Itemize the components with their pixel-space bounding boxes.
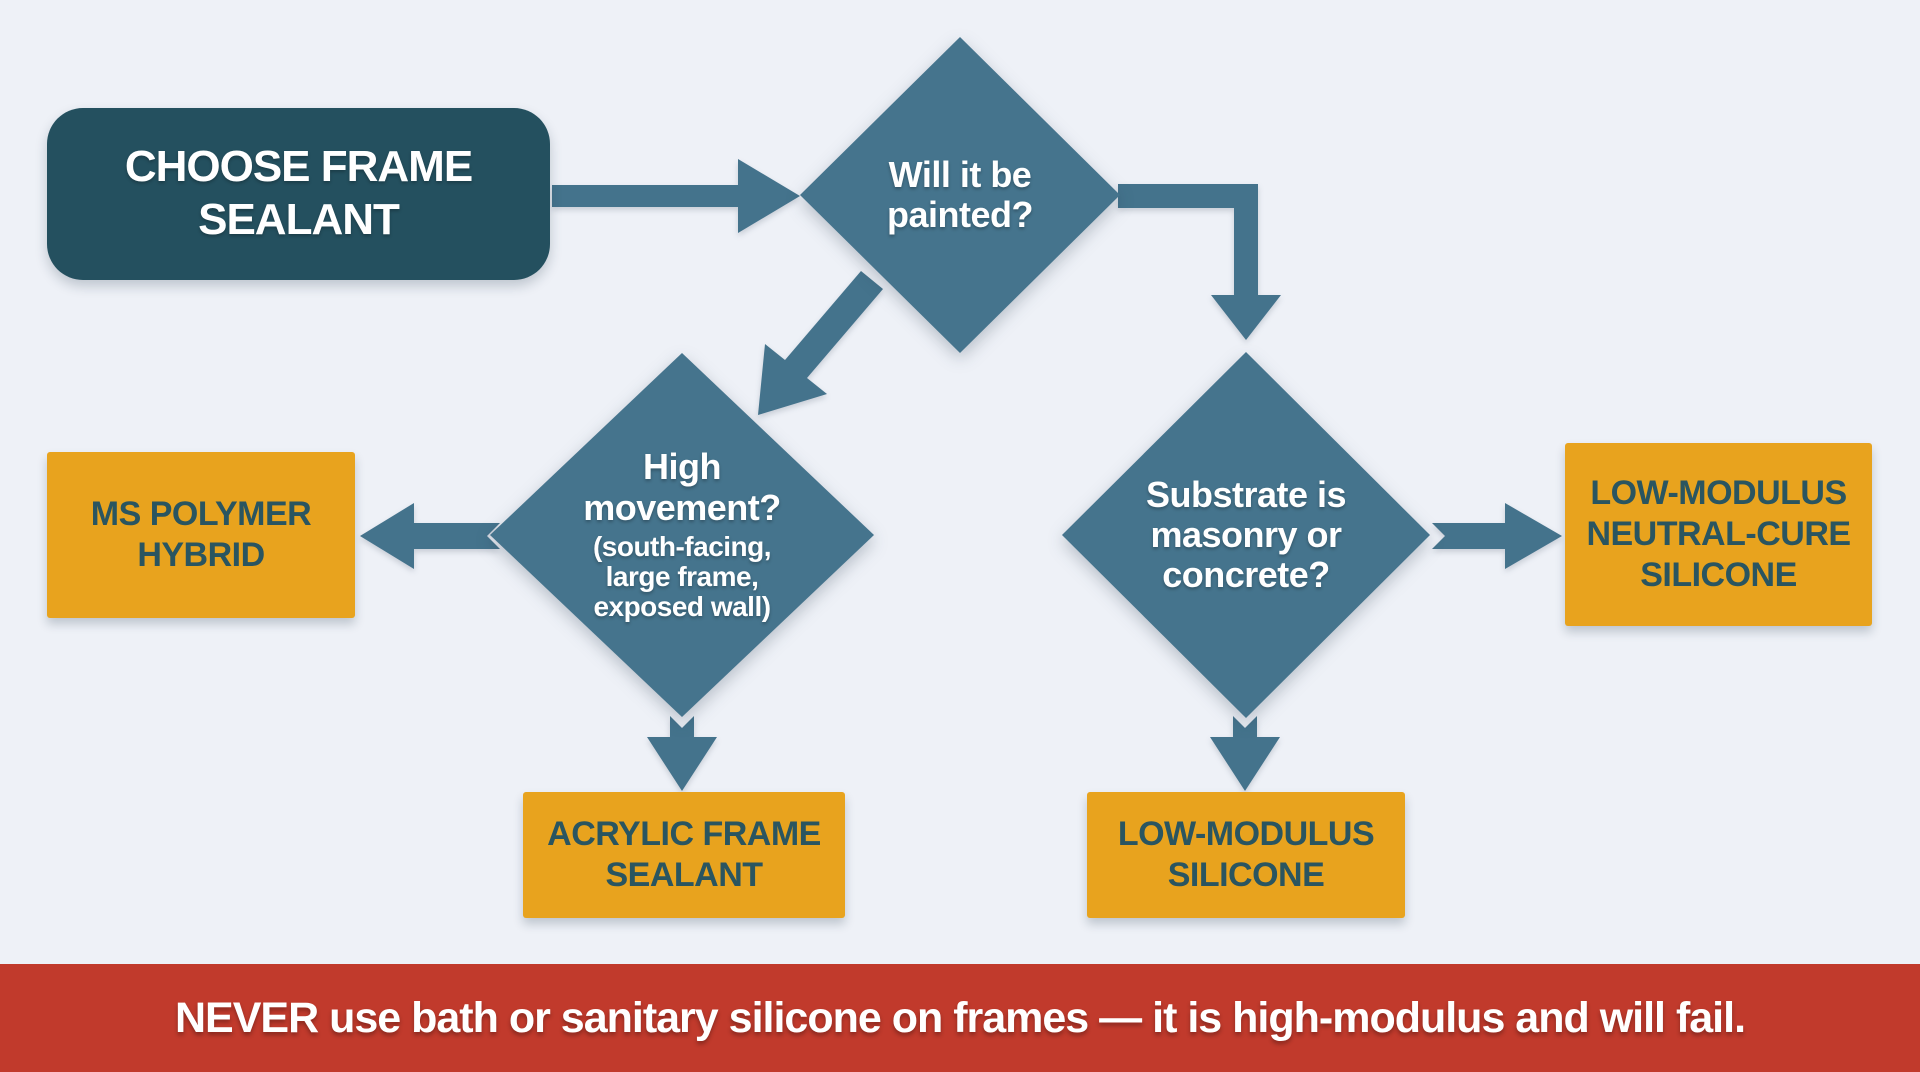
arrow-painted-to-substrate	[1118, 184, 1281, 340]
decision-movement-question: High movement?	[583, 446, 781, 528]
arrow-start-to-painted	[552, 159, 800, 233]
result-acrylic-frame-sealant: ACRYLIC FRAME SEALANT	[523, 792, 845, 918]
decision-painted-question: Will it be painted?	[887, 153, 1034, 235]
arrow-movement-to-acrylic	[647, 716, 717, 791]
arrow-substrate-to-low-modulus	[1210, 716, 1280, 791]
arrow-painted-to-movement	[758, 271, 883, 415]
decision-substrate: Substrate is masonry or concrete?	[1062, 352, 1430, 718]
decision-movement-note: (south-facing, large frame, exposed wall…	[592, 530, 772, 623]
result-low-modulus-neutral-cure-silicone: LOW-MODULUS NEUTRAL-CURE SILICONE	[1565, 443, 1872, 626]
result-ms-polymer-hybrid: MS POLYMER HYBRID	[47, 452, 355, 618]
result-low-modulus-silicone-label: LOW-MODULUS SILICONE	[1117, 815, 1375, 894]
decision-substrate-question: Substrate is masonry or concrete?	[1145, 473, 1347, 596]
result-low-modulus-neutral-cure-silicone-label: LOW-MODULUS NEUTRAL-CURE SILICONE	[1586, 474, 1851, 594]
arrow-movement-to-ms-polymer	[360, 503, 500, 569]
result-acrylic-frame-sealant-label: ACRYLIC FRAME SEALANT	[547, 815, 821, 894]
start-node-label: CHOOSE FRAME SEALANT	[124, 142, 473, 244]
decision-painted: Will it be painted?	[800, 37, 1120, 353]
decision-movement: High movement? (south-facing, large fram…	[490, 353, 874, 717]
arrow-substrate-to-neutral-cure	[1432, 503, 1562, 569]
warning-banner: NEVER use bath or sanitary silicone on f…	[0, 964, 1920, 1072]
result-low-modulus-silicone: LOW-MODULUS SILICONE	[1087, 792, 1405, 918]
warning-banner-text: NEVER use bath or sanitary silicone on f…	[174, 993, 1746, 1042]
result-ms-polymer-hybrid-label: MS POLYMER HYBRID	[90, 495, 312, 574]
start-node: CHOOSE FRAME SEALANT	[47, 108, 550, 280]
